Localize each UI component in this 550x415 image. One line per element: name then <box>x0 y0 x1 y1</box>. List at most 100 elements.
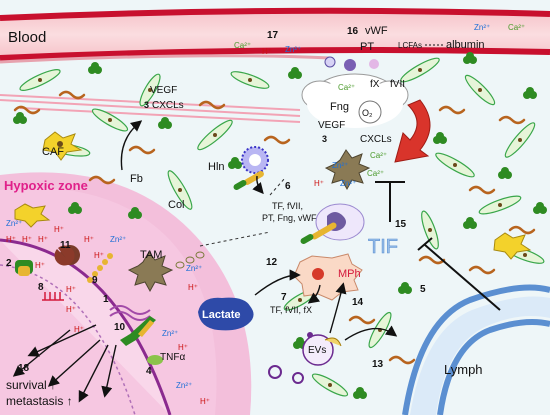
protease-11-shape <box>54 245 75 266</box>
ion-labels: Zn²⁺ Ca²⁺ Ca²⁺ H⁺ Zn²⁺ Ca²⁺ Ca²⁺ Zn²⁺ H⁺… <box>6 23 525 406</box>
zn-ion: Zn²⁺ <box>474 23 490 32</box>
blood-vessel <box>0 7 550 64</box>
label-3a: 3 <box>144 100 149 110</box>
lactate-label: Lactate <box>202 309 241 321</box>
label-17: 17 <box>267 30 279 41</box>
h-ion: H⁺ <box>314 179 324 188</box>
label-13: 13 <box>372 359 384 370</box>
oxygen-cloud <box>301 73 409 128</box>
vwf-top-label: vWF <box>365 25 388 37</box>
ca-ion: Ca²⁺ <box>367 169 384 178</box>
h-ion: H⁺ <box>66 305 76 314</box>
h-ion: H⁺ <box>74 325 84 334</box>
ca-ion: Ca²⁺ <box>338 83 355 92</box>
zn-ion: Zn²⁺ <box>176 381 192 390</box>
vegf-mid-label: VEGF <box>318 120 345 131</box>
lcfas-label: LCFAs <box>398 41 422 50</box>
h-ion: H⁺ <box>66 285 76 294</box>
fibrin-chain <box>175 251 205 269</box>
label-12: 12 <box>266 257 278 268</box>
label-7: 7 <box>281 292 287 303</box>
ca-ion: Ca²⁺ <box>234 41 251 50</box>
label-14: 14 <box>352 297 364 308</box>
lymph-vessel <box>402 284 550 415</box>
metastasis-label: metastasis ↑ <box>6 394 73 408</box>
coag-factor-chain <box>233 171 337 244</box>
h-ion: H⁺ <box>200 397 210 406</box>
tumor-cell-inner-membrane <box>0 264 136 415</box>
vegf-left-label: VEGF <box>150 85 177 96</box>
caf-label: CAF <box>42 146 64 158</box>
label-11: 11 <box>60 240 71 251</box>
caf-cells <box>14 131 532 260</box>
albumin-label: albumin <box>446 39 485 51</box>
platelet-cell <box>241 146 269 174</box>
label-16: 16 <box>347 26 359 37</box>
zn-ion: Zn²⁺ <box>285 45 301 54</box>
fng-label: Fng <box>330 101 349 113</box>
fx-top-label: fX <box>370 79 380 90</box>
h-ion: H⁺ <box>22 235 32 244</box>
h-ion: H⁺ <box>262 47 272 56</box>
tnf-receptor-4 <box>147 355 163 365</box>
ev-coagulation-complex <box>324 337 342 347</box>
plasma-proteins <box>324 56 379 71</box>
hln-label: Hln <box>208 161 225 173</box>
label-9: 9 <box>92 275 98 286</box>
label-8: 8 <box>38 282 44 293</box>
label-1: 1 <box>103 294 109 305</box>
zn-ion: Zn²⁺ <box>162 329 178 338</box>
receptor-8 <box>42 292 64 301</box>
label-10: 10 <box>114 322 126 333</box>
label-15: 15 <box>395 219 407 230</box>
dashed-link-2 <box>269 177 286 196</box>
h-ion: H⁺ <box>54 225 64 234</box>
receptor-2 <box>15 260 33 276</box>
fb-label: Fb <box>130 173 143 185</box>
zn-ion: Zn²⁺ <box>6 219 22 228</box>
h-ion: H⁺ <box>178 343 188 352</box>
immune-cells <box>13 52 547 399</box>
cxcls-left-label: CXCLs <box>152 100 184 111</box>
zn-ion: Zn²⁺ <box>110 235 126 244</box>
survival-label: survival ↑ <box>6 378 56 392</box>
zn-ion: Zn²⁺ <box>332 161 348 170</box>
h-ion: H⁺ <box>188 283 198 292</box>
zn-ion: Zn²⁺ <box>340 179 356 188</box>
tam-label: TAM <box>140 249 162 261</box>
signaling-beads-9 <box>87 253 113 283</box>
tf-list-bottom: PT, Fng, vWF <box>262 213 317 223</box>
oxygen-transport-arrow <box>394 99 431 163</box>
ca-ion: Ca²⁺ <box>508 23 525 32</box>
tf-list-top: TF, fVII, <box>272 201 303 211</box>
zn-ion: Zn²⁺ <box>186 264 202 273</box>
pt-top-label: PT <box>360 41 374 53</box>
label-5: 5 <box>420 284 426 295</box>
tf-fvii-fx-label: TF, fVII, fX <box>270 305 312 315</box>
lymph-label: Lymph <box>444 362 483 377</box>
collagen-fibers <box>13 90 536 365</box>
o2-label: O₂ <box>362 108 373 118</box>
label-18: 18 <box>18 363 30 374</box>
h-ion: H⁺ <box>94 251 104 260</box>
label-4: 4 <box>146 366 152 377</box>
ca-ion: Ca²⁺ <box>370 151 387 160</box>
label-2: 2 <box>6 258 12 269</box>
col-label: Col <box>168 199 185 211</box>
fvii-top-label: fVII <box>390 79 405 90</box>
mph-label: MPh <box>338 268 361 280</box>
tnf-label: TNFα <box>160 352 185 363</box>
hypoxic-zone-label: Hypoxic zone <box>4 178 88 193</box>
extracellular-vesicles <box>268 332 334 384</box>
complex-10 <box>120 316 156 346</box>
pathway-arrows <box>12 120 398 403</box>
label-6: 6 <box>285 181 291 192</box>
lactate-badge <box>198 297 254 331</box>
evs-label: EVs <box>308 345 326 356</box>
tif-inhibition-lines <box>375 181 501 311</box>
h-ion: H⁺ <box>6 235 16 244</box>
blood-label: Blood <box>8 29 46 46</box>
tif-label: TIF <box>368 236 398 258</box>
integrin-1 <box>109 305 151 321</box>
